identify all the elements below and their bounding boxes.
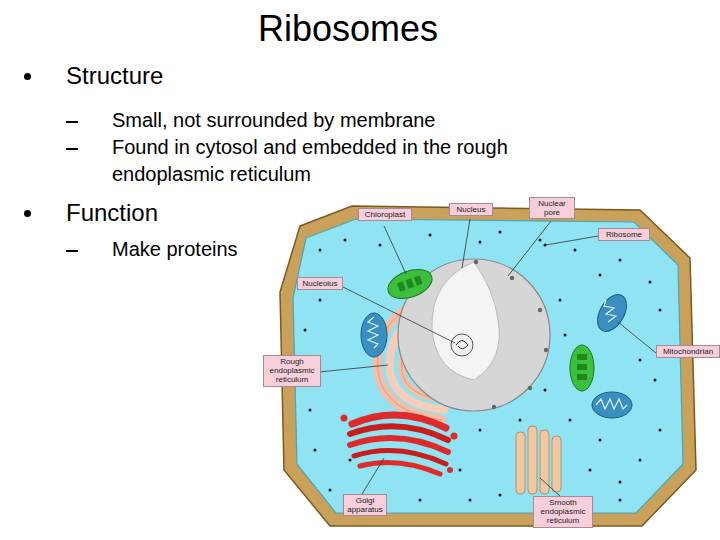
callout-box: Smooth endoplasmic reticulum <box>533 496 593 528</box>
callout-label: Ribosome <box>601 230 647 239</box>
smooth-er <box>516 426 561 494</box>
callout-label: Nucleolus <box>300 279 340 288</box>
callout-box: Rough endoplasmic reticulum <box>263 355 321 387</box>
callout-label: Nucleus <box>452 205 490 214</box>
bullet-dot <box>24 73 31 80</box>
bullet-dot <box>24 210 31 217</box>
callout-label: Rough endoplasmic reticulum <box>266 357 318 385</box>
bullet-dash <box>66 121 78 123</box>
cell-membrane <box>293 219 683 513</box>
bullet-point: Found in cytosol and embedded in the rou… <box>112 134 552 188</box>
callout-box: Mitochondrian <box>656 345 720 358</box>
callout-box: Golgi apparatus <box>343 494 387 516</box>
chloroplasts <box>384 264 594 391</box>
bullet-point: Make proteins <box>112 236 312 263</box>
callout-label: Smooth endoplasmic reticulum <box>536 498 590 526</box>
callout-label: Chloroplast <box>361 210 409 219</box>
callout-label: Nuclear pore <box>532 199 572 217</box>
callout-label: Mitochondrian <box>659 347 717 356</box>
golgi-apparatus <box>341 415 458 475</box>
bullet-dash <box>66 250 78 252</box>
callout-box: Nuclear pore <box>529 197 575 219</box>
callout-box: Nucleolus <box>297 277 343 290</box>
bullet-point: Small, not surrounded by membrane <box>112 107 672 134</box>
leader-lines <box>319 219 656 496</box>
callout-box: Nucleus <box>449 203 493 216</box>
callout-box: Ribosome <box>598 228 650 241</box>
callout-label: Golgi apparatus <box>346 496 384 514</box>
bullet-heading: Structure <box>66 60 666 92</box>
callout-box: Chloroplast <box>358 208 412 221</box>
ribosome-dots <box>301 231 662 502</box>
nucleus <box>398 259 550 411</box>
bullet-dash <box>66 148 78 150</box>
cell-wall <box>280 206 696 526</box>
slide-title: Ribosomes <box>0 8 696 50</box>
bullet-heading: Function <box>66 197 326 229</box>
mitochondria <box>361 290 632 418</box>
